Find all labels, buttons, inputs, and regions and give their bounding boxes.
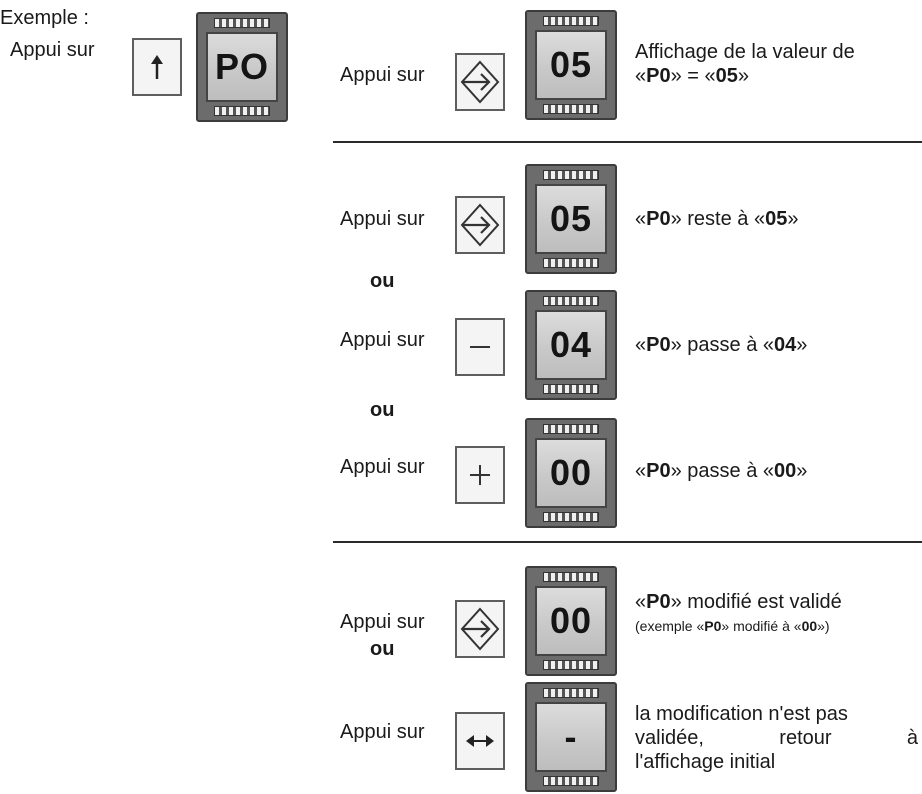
up-arrow-key[interactable] <box>132 38 182 96</box>
press-label: Appui sur <box>340 64 425 86</box>
plus-key[interactable] <box>455 446 505 504</box>
press-label: Appui sur <box>340 456 425 478</box>
lcd-value: 00 <box>535 586 607 656</box>
lcd-display: 05 <box>525 164 617 274</box>
double-arrow-key[interactable] <box>455 712 505 770</box>
step-description: «P0» modifié est validé (exemple «P0» mo… <box>635 591 842 634</box>
lcd-display: 00 <box>525 418 617 528</box>
lcd-pins <box>543 424 599 434</box>
lcd-value: PO <box>206 32 278 102</box>
lcd-value: 05 <box>535 30 607 100</box>
enter-key[interactable] <box>455 196 505 254</box>
up-arrow-icon <box>151 55 163 79</box>
divider <box>333 541 922 543</box>
lcd-display: 04 <box>525 290 617 400</box>
enter-icon <box>460 607 500 651</box>
press-label: Appui sur <box>340 329 425 351</box>
lcd-display: 00 <box>525 566 617 676</box>
step-description: «P0» passe à «04» <box>635 334 808 356</box>
lcd-pins <box>543 16 599 26</box>
lcd-pins <box>543 258 599 268</box>
lcd-display: 05 <box>525 10 617 120</box>
press-label: Appui sur <box>10 39 95 61</box>
or-label: ou <box>370 638 395 660</box>
lcd-pins <box>543 384 599 394</box>
enter-icon <box>460 203 500 247</box>
lcd-pins <box>543 104 599 114</box>
enter-key[interactable] <box>455 600 505 658</box>
lcd-display: - <box>525 682 617 792</box>
lcd-pins <box>543 660 599 670</box>
minus-icon <box>470 346 490 348</box>
step-note: (exemple «P0» modifié à «00») <box>635 618 830 634</box>
or-label: ou <box>370 270 395 292</box>
enter-icon <box>460 60 500 104</box>
lcd-pins <box>543 512 599 522</box>
lcd-pins <box>214 106 270 116</box>
lcd-pins <box>543 688 599 698</box>
lcd-pins <box>543 572 599 582</box>
plus-icon <box>470 465 490 485</box>
example-label: Exemple : <box>0 7 89 29</box>
lcd-value: 04 <box>535 310 607 380</box>
press-label: Appui sur <box>340 611 425 633</box>
lcd-pins <box>214 18 270 28</box>
step-description: Affichage de la valeur de «P0» = «05» <box>635 41 855 87</box>
step-description: «P0» reste à «05» <box>635 208 799 230</box>
lcd-pins <box>543 776 599 786</box>
enter-key[interactable] <box>455 53 505 111</box>
double-arrow-icon <box>466 735 494 747</box>
lcd-value: 00 <box>535 438 607 508</box>
lcd-pins <box>543 170 599 180</box>
minus-key[interactable] <box>455 318 505 376</box>
lcd-value: 05 <box>535 184 607 254</box>
lcd-pins <box>543 296 599 306</box>
or-label: ou <box>370 399 395 421</box>
divider <box>333 141 922 143</box>
press-label: Appui sur <box>340 208 425 230</box>
lcd-value: - <box>535 702 607 772</box>
step-description: «P0» passe à «00» <box>635 460 808 482</box>
step-description: la modification n'est pas validée,retour… <box>635 703 918 773</box>
lcd-display: PO <box>196 12 288 122</box>
press-label: Appui sur <box>340 721 425 743</box>
